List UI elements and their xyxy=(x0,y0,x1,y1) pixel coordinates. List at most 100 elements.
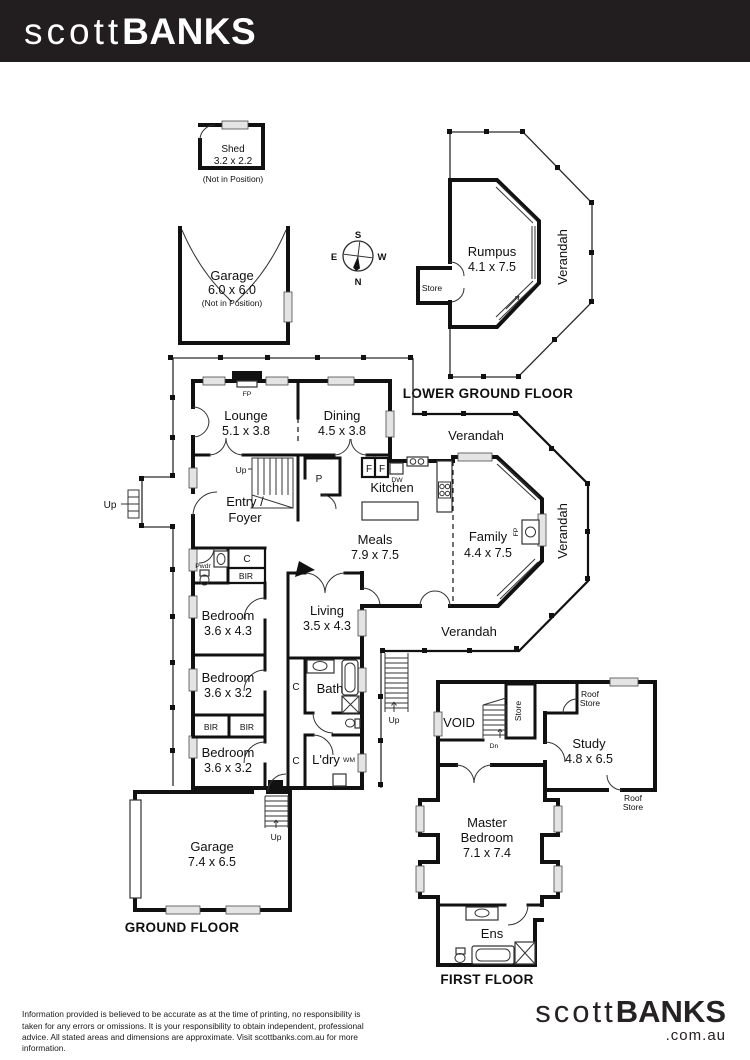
family-fp-label: FP xyxy=(513,527,520,536)
living-label: Living xyxy=(310,603,344,618)
garage-stairs-up-label: Up xyxy=(271,832,282,842)
porch-steps: Up xyxy=(104,489,140,519)
outbuilding-shed: Shed 3.2 x 2.2 (Not in Position) xyxy=(198,120,265,184)
bedroom1-label: Bedroom xyxy=(202,608,255,623)
fridge-label-2: F xyxy=(379,464,385,475)
compass-rose: S N E W xyxy=(331,230,387,288)
verandah-label-right: Verandah xyxy=(555,503,570,559)
bedroom3-dims: 3.6 x 3.2 xyxy=(204,761,252,775)
roof-store-bottom-line2: Store xyxy=(623,802,644,812)
garage-np-note: (Not in Position) xyxy=(202,298,263,308)
brand-logo-bold: BANKS xyxy=(122,10,257,52)
outbuilding-garage: Garage 6.0 x 6.0 (Not in Position) xyxy=(178,226,293,345)
lounge-label: Lounge xyxy=(224,408,267,423)
robe-label-bed-right: BIR xyxy=(240,722,254,732)
lower-ground-floor-title: LOWER GROUND FLOOR xyxy=(403,386,573,401)
dining-dims: 4.5 x 3.8 xyxy=(318,424,366,438)
verandah-label-top: Verandah xyxy=(448,428,504,443)
lounge-dims: 5.1 x 3.8 xyxy=(222,424,270,438)
footer-brand-bold: BANKS xyxy=(615,994,726,1029)
ground-floor-plan: Up FP Lounge 5.1 x 3.8 Dining 4.5 x 3.8 xyxy=(104,355,590,935)
header-bar: scottBANKS xyxy=(0,0,750,62)
garage-label: Garage xyxy=(190,839,233,854)
footer-disclaimer: Information provided is believed to be a… xyxy=(22,1009,370,1054)
garage-np-dims: 6.0 x 6.0 xyxy=(208,283,256,297)
disclaimer-line2: errors or omissions. It is your responsi… xyxy=(22,1020,364,1043)
ff-store-label: Store xyxy=(513,701,523,722)
master-dims: 7.1 x 7.4 xyxy=(463,846,511,860)
rumpus-label: Rumpus xyxy=(468,244,517,259)
meals-label: Meals xyxy=(358,532,393,547)
rumpus-dims: 4.1 x 7.5 xyxy=(468,260,516,274)
bedroom1-dims: 3.6 x 4.3 xyxy=(204,624,252,638)
main-stairs-up: Up xyxy=(236,457,294,509)
lower-ground-floor-plan: Store Rumpus 4.1 x 7.5 Verandah LOWER GR… xyxy=(403,129,594,401)
dining-label: Dining xyxy=(324,408,361,423)
family-label: Family xyxy=(469,529,508,544)
roof-store-top-line1: Roof xyxy=(581,689,600,699)
lg-store-label: Store xyxy=(422,283,443,293)
shed-label: Shed xyxy=(221,144,244,155)
lower-ground-verandah-posts xyxy=(447,129,594,379)
study-label: Study xyxy=(572,736,606,751)
cupboard-label-hall: C xyxy=(243,554,250,565)
ground-verandah-posts xyxy=(139,355,590,787)
verandah-label-bottom: Verandah xyxy=(441,624,497,639)
meals-dims: 7.9 x 7.5 xyxy=(351,548,399,562)
footer-brand: scottBANKS .com.au xyxy=(535,996,726,1044)
shed-note: (Not in Position) xyxy=(203,174,264,184)
powder-room: Pwdr xyxy=(191,546,267,586)
footer-brand-light: scott xyxy=(535,994,616,1029)
cupboard-label-laundry: C xyxy=(292,756,299,767)
bedroom2-dims: 3.6 x 3.2 xyxy=(204,686,252,700)
brand-logo-light: scott xyxy=(24,10,123,52)
powder-label: Pwdr xyxy=(195,563,211,570)
ensuite-label: Ens xyxy=(481,926,504,941)
roof-store-bottom-line1: Roof xyxy=(624,793,643,803)
compass-west: W xyxy=(378,252,387,263)
fridge-label-1: F xyxy=(366,464,372,475)
stairs-dn-label: Dn xyxy=(490,743,499,750)
disclaimer-line1: Information provided is believed to be a… xyxy=(22,1009,361,1031)
family-dims: 4.4 x 7.5 xyxy=(464,546,512,560)
robe-label-bed-left: BIR xyxy=(204,722,218,732)
compass-north: N xyxy=(355,277,362,288)
void-label: VOID xyxy=(443,715,475,730)
laundry-label: L'dry xyxy=(312,752,340,767)
roof-store-top-line2: Store xyxy=(580,698,601,708)
first-floor-plan: Store Dn VOID Roof Store Roof Store Stud… xyxy=(415,677,657,987)
washing-machine-label: WM xyxy=(343,757,355,764)
entry-label-line1: Entry / xyxy=(226,494,264,509)
robe-label-hall: BIR xyxy=(239,571,253,581)
garage-np-label: Garage xyxy=(210,268,253,283)
master-label-line1: Master xyxy=(467,815,507,830)
entry-label-line2: Foyer xyxy=(228,510,262,525)
lounge-fp-label: FP xyxy=(243,391,252,398)
exterior-stairs-up-label: Up xyxy=(389,715,400,725)
shed-dims: 3.2 x 2.2 xyxy=(214,156,253,167)
footer-brand-domain: .com.au xyxy=(665,1027,726,1044)
stairs-up-label: Up xyxy=(236,465,247,475)
exterior-stairs-up: Up xyxy=(384,653,409,725)
garage-ground: Up Garage 7.4 x 6.5 xyxy=(129,773,292,915)
study-dims: 4.8 x 6.5 xyxy=(565,752,613,766)
master-label-line2: Bedroom xyxy=(461,830,514,845)
garage-dims: 7.4 x 6.5 xyxy=(188,855,236,869)
cupboard-label-bath: C xyxy=(292,682,299,693)
porch-up-label: Up xyxy=(104,500,117,511)
compass-east: E xyxy=(331,252,337,263)
bedroom3-label: Bedroom xyxy=(202,745,255,760)
compass-south: S xyxy=(355,230,361,241)
first-floor-title: FIRST FLOOR xyxy=(440,972,533,987)
bath-label: Bath xyxy=(317,681,344,696)
living-dims: 3.5 x 4.3 xyxy=(303,619,351,633)
bedroom2-label: Bedroom xyxy=(202,670,255,685)
brand-logo: scottBANKS xyxy=(24,13,256,50)
disclaimer-line3: dimensions are approximate. Visit scottb… xyxy=(22,1032,358,1054)
lg-verandah-label: Verandah xyxy=(555,229,570,285)
kitchen-label: Kitchen xyxy=(370,480,413,495)
pantry-label: P xyxy=(316,474,323,485)
dishwasher-label: DW xyxy=(391,477,403,484)
